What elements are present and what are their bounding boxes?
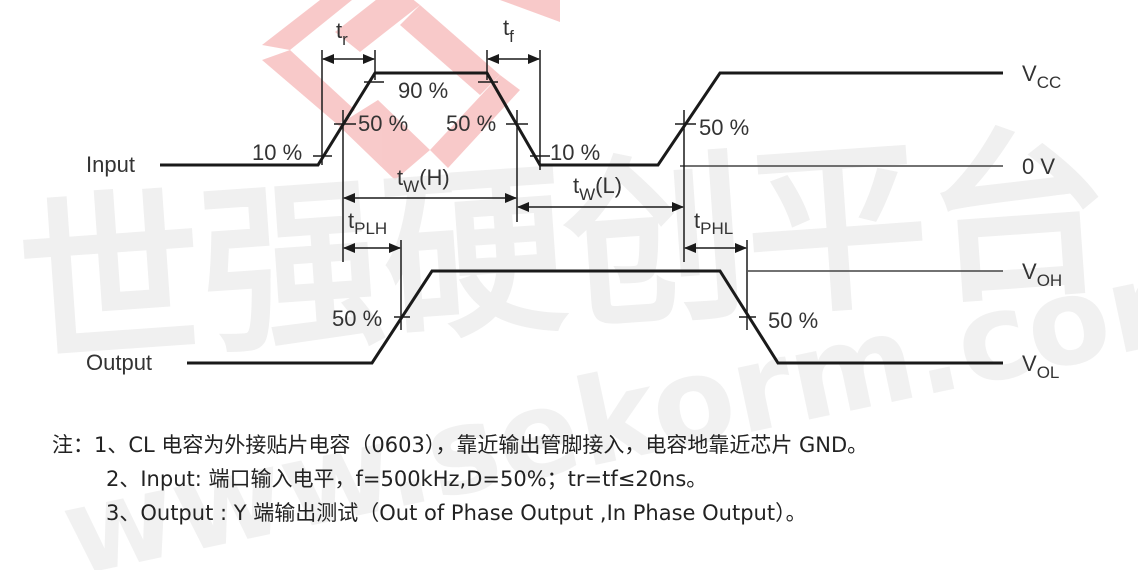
input-measure-lines: [321, 50, 685, 262]
input-threshold-ticks: [313, 81, 696, 157]
tw-high-label: tW(H): [397, 165, 450, 196]
threshold-10-left: 10 %: [252, 140, 302, 165]
vol-label: VOL: [1022, 351, 1059, 382]
threshold-90: 90 %: [398, 78, 448, 103]
output-measure-lines: [400, 240, 748, 330]
threshold-10-right: 10 %: [550, 140, 600, 165]
input-timing-arrows: [322, 54, 684, 212]
note-item-2: 2、Input: 端口输入电平，f=500kHz,D=50%；tr=tf≤20n…: [106, 467, 708, 491]
voh-label: VOH: [1022, 259, 1062, 290]
vcc-label: VCC: [1022, 61, 1061, 92]
tf-label: tf: [503, 15, 514, 46]
input-signal-line: [160, 71, 1003, 167]
threshold-50-rise2: 50 %: [699, 115, 749, 140]
tr-label: tr: [336, 18, 348, 49]
output-waveform: [187, 240, 1003, 365]
threshold-50-rise: 50 %: [358, 111, 408, 136]
tplh-label: tPLH: [348, 208, 387, 238]
threshold-50-fall: 50 %: [446, 111, 496, 136]
note-item-3: 3、Output : Y 端输出测试（Out of Phase Output ,…: [106, 501, 807, 525]
notes-prefix: 注：: [52, 433, 94, 457]
watermark-logo-icon: [262, 0, 560, 180]
tw-low-label: tW(L): [573, 173, 622, 204]
tphl-label: tPHL: [694, 208, 733, 238]
input-label: Input: [86, 152, 135, 177]
output-signal-line: [187, 269, 1003, 365]
output-label: Output: [86, 350, 152, 375]
output-threshold-50-rise: 50 %: [332, 306, 382, 331]
notes-section: 注：1、CL 电容为外接贴片电容（0603），靠近输出管脚接入，电容地靠近芯片 …: [52, 428, 868, 530]
note-item-1: 注：1、CL 电容为外接贴片电容（0603），靠近输出管脚接入，电容地靠近芯片 …: [52, 433, 869, 457]
output-threshold-50-fall: 50 %: [768, 308, 818, 333]
zero-volt-label: 0 V: [1022, 154, 1055, 179]
input-waveform: [160, 50, 1003, 262]
